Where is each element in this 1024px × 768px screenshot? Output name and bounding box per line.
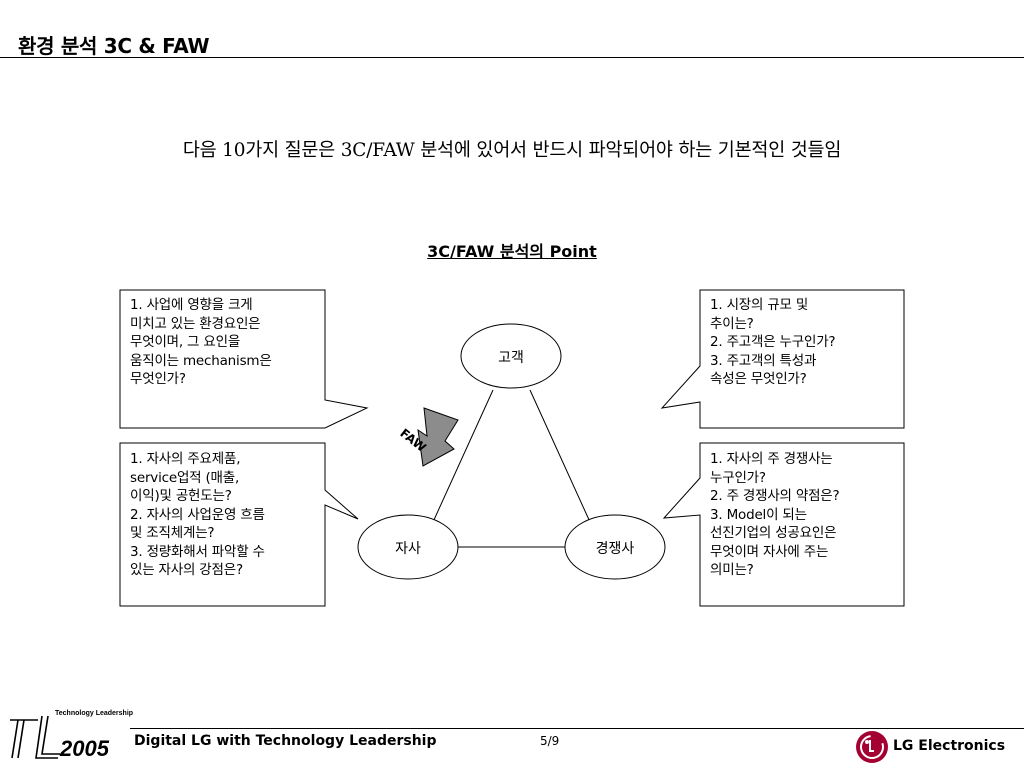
- footer-divider: [130, 728, 1024, 729]
- callout-line: 이익)및 공헌도는?: [130, 488, 232, 504]
- callout-line: 무엇이며 자사에 주는: [710, 543, 829, 560]
- callout-line: 3. 정량화해서 파악할 수: [130, 543, 265, 560]
- line-customer-company: [432, 389, 494, 523]
- callout-line: 1. 사업에 영향을 크게: [130, 297, 253, 313]
- node-competitor-label: 경쟁사: [595, 541, 635, 557]
- callout-line: 3. Model이 되는: [710, 506, 807, 523]
- node-customer-label: 고객: [498, 350, 524, 366]
- callout-line: 무엇이며, 그 요인을: [130, 334, 241, 350]
- callout-line: 무엇인가?: [130, 371, 186, 387]
- callout-top-right-shape: [660, 289, 905, 429]
- diagram-title: 3C/FAW 분석의 Point: [427, 242, 597, 261]
- footer-company: LG Electronics: [893, 738, 1006, 754]
- callout-line: 추이는?: [710, 315, 754, 332]
- callout-line: 1. 자사의 주 경쟁사는: [710, 451, 833, 467]
- callout-bottom-left-shape: [119, 442, 359, 607]
- diagram-title-wrap: 3C/FAW 분석의 Point: [0, 238, 1024, 262]
- tl-2005-logo: 2005: [10, 715, 110, 761]
- callout-line: 3. 주고객의 특성과: [710, 352, 817, 369]
- callout-top-left-shape: [119, 289, 369, 429]
- callout-line: 미치고 있는 환경요인은: [130, 315, 261, 332]
- callout-top-right: 1. 시장의 규모 및 추이는? 2. 주고객은 누구인가? 3. 주고객의 특…: [710, 296, 836, 389]
- callout-line: 의미는?: [710, 562, 754, 578]
- node-competitor: [564, 514, 666, 580]
- node-customer: [460, 323, 562, 389]
- page-number: 5/9: [540, 734, 560, 748]
- footer-slogan: Digital LG with Technology Leadership: [134, 733, 437, 749]
- callout-line: 누구인가?: [710, 469, 766, 486]
- callout-line: 선진기업의 성공요인은: [710, 525, 837, 541]
- page-title: 환경 분석 3C & FAW: [18, 34, 210, 58]
- intro-text: 다음 10가지 질문은 3C/FAW 분석에 있어서 반드시 파악되어야 하는 …: [182, 140, 842, 161]
- callout-line: 1. 자사의 주요제품,: [130, 451, 241, 467]
- callout-line: 및 조직체계는?: [130, 525, 215, 541]
- node-company: [357, 514, 459, 580]
- callout-line: 속성은 무엇인가?: [710, 371, 807, 387]
- tl-logo-subtitle: Technology Leadership: [55, 710, 134, 717]
- line-customer-competitor: [529, 389, 591, 523]
- callout-bottom-right: 1. 자사의 주 경쟁사는 누구인가? 2. 주 경쟁사의 약점은? 3. Mo…: [710, 450, 840, 580]
- callout-line: 2. 주고객은 누구인가?: [710, 334, 836, 350]
- callout-line: 있는 자사의 강점은?: [130, 562, 243, 578]
- callout-bottom-right-shape: [662, 442, 905, 607]
- callout-line: service업적 (매출,: [130, 469, 240, 486]
- callout-line: 1. 시장의 규모 및: [710, 297, 809, 313]
- callout-bottom-left: 1. 자사의 주요제품, service업적 (매출, 이익)및 공헌도는? 2…: [130, 450, 265, 580]
- title-divider: [0, 57, 1024, 58]
- callout-line: 2. 자사의 사업운영 흐름: [130, 506, 265, 523]
- tl-logo-year: 2005: [59, 736, 110, 761]
- faw-arrow-icon: [417, 407, 459, 467]
- callout-line: 2. 주 경쟁사의 약점은?: [710, 488, 840, 504]
- callout-line: 움직이는 mechanism은: [130, 352, 272, 369]
- lg-logo-icon: [856, 731, 888, 763]
- node-company-label: 자사: [395, 541, 421, 557]
- callout-top-left: 1. 사업에 영향을 크게 미치고 있는 환경요인은 무엇이며, 그 요인을 움…: [130, 296, 272, 389]
